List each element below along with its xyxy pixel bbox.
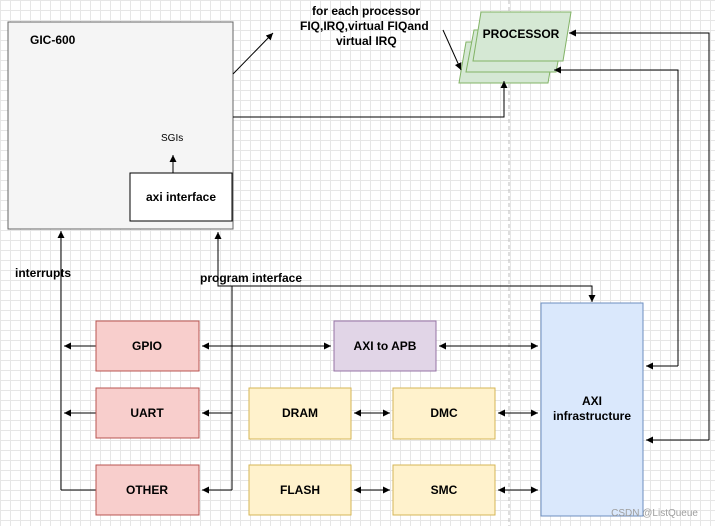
other-label: OTHER: [126, 483, 168, 497]
processor-shape-front: [472, 11, 572, 62]
processor-infra-link-outer-to-processor: [569, 29, 710, 440]
other-box: [95, 464, 200, 516]
dmc-box: [392, 387, 496, 440]
dmc-label: DMC: [430, 406, 458, 420]
processor-note-line3: virtual IRQ: [336, 34, 397, 48]
smc-box: [392, 464, 496, 516]
interrupts-label: interrupts: [15, 266, 71, 280]
dram-label: DRAM: [282, 406, 318, 420]
dram-box: [248, 387, 352, 440]
program-interface-arrow-up: [214, 232, 233, 346]
note-to-processor-arrow: [442, 29, 462, 71]
processor-infra-link-inner-to-processor: [554, 66, 679, 366]
program-interface-label: program interface: [200, 271, 302, 285]
axi-interface-label: axi interface: [146, 190, 216, 204]
uart-label: UART: [130, 406, 164, 420]
watermark: CSDN @ListQueue: [611, 508, 698, 519]
axi-to-apb-box: [333, 320, 437, 372]
processor-note-line2: FIQ,IRQ,virtual FIQand: [300, 19, 429, 33]
axi-infrastructure-label-line2: infrastructure: [553, 409, 631, 423]
gic-to-processor-arrow: [233, 81, 508, 118]
gpio-box: [95, 320, 200, 372]
axi-infrastructure-label-line1: AXI: [582, 394, 602, 408]
smc-label: SMC: [431, 483, 458, 497]
processor-note-line1: for each processor: [312, 4, 420, 18]
program-interface-arrow-down: [218, 285, 596, 302]
uart-box: [95, 387, 200, 439]
gic-to-note-arrow: [232, 32, 274, 75]
axi-interface-box: [129, 172, 233, 222]
flash-box: [248, 464, 352, 516]
sgis-label: SGIs: [161, 133, 183, 144]
processor-label: PROCESSOR: [483, 27, 560, 41]
axi-to-apb-label: AXI to APB: [354, 339, 417, 353]
gpio-label: GPIO: [132, 339, 162, 353]
axi-infrastructure-box: [540, 302, 644, 517]
gic-600-title: GIC-600: [30, 33, 76, 47]
flash-label: FLASH: [280, 483, 320, 497]
